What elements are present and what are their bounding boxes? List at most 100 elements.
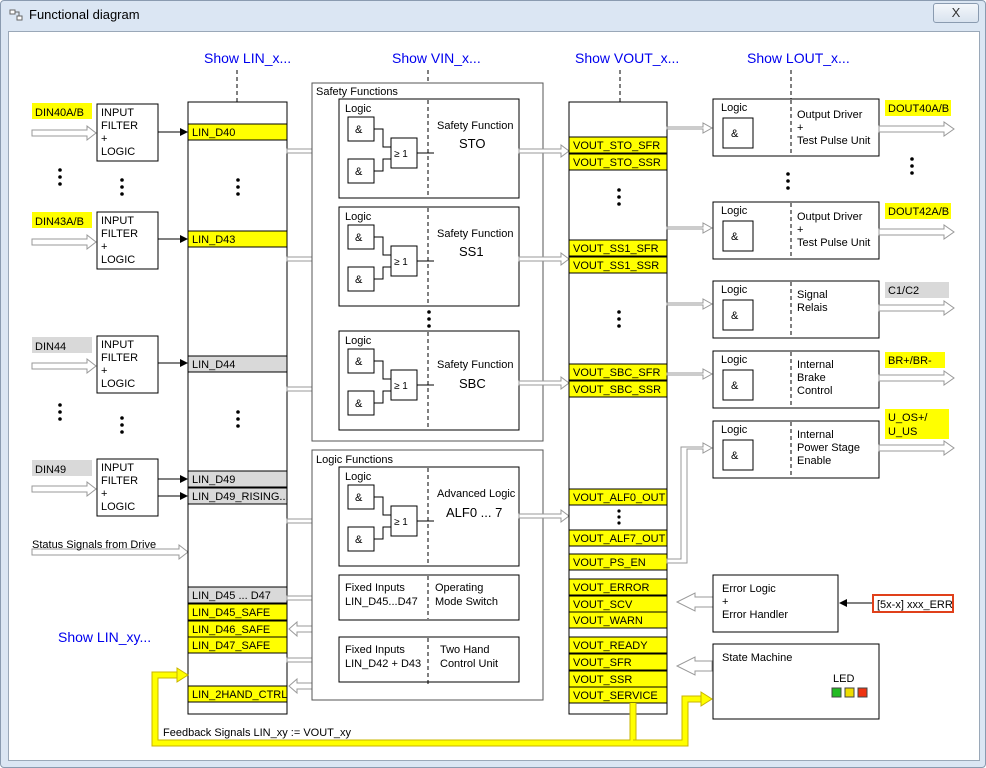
sto-name: STO <box>459 136 486 151</box>
close-button[interactable]: X <box>933 3 979 23</box>
show-lin-link[interactable]: Show LIN_x... <box>204 50 291 66</box>
output-desc: Test Pulse Unit <box>797 237 870 249</box>
sto-title: Safety Function <box>437 120 513 132</box>
output-desc: Power Stage <box>797 442 860 454</box>
vout-sbc-ssr: VOUT_SBC_SSR <box>573 384 661 396</box>
filter-line: FILTER <box>101 475 138 487</box>
show-lout-link[interactable]: Show LOUT_x... <box>747 50 850 66</box>
state-machine-label: State Machine <box>722 652 792 664</box>
output-desc: Enable <box>797 455 831 467</box>
or-gate: ≥ 1 <box>394 257 408 268</box>
output-desc: + <box>797 224 803 236</box>
error-handler-label: Error Handler <box>722 609 788 621</box>
error-logic-block <box>712 574 839 633</box>
fixed-inputs-label: Fixed Inputs <box>345 582 405 594</box>
output-label-c1c2: C1/C2 <box>888 285 919 297</box>
output-desc: Control <box>797 385 832 397</box>
output-tag <box>885 282 949 298</box>
input-label-din49: DIN49 <box>35 464 66 476</box>
vout-ps-en: VOUT_PS_EN <box>573 557 646 569</box>
vout-ss1-sfr: VOUT_SS1_SFR <box>573 243 659 255</box>
logic-label: Logic <box>345 103 372 115</box>
output-section: Logic & Output Driver + Test Pulse Unit … <box>712 98 955 479</box>
logic-functions-group: Logic Functions Logic & & ≥ 1 Advanced L… <box>311 449 544 701</box>
and-gate: & <box>731 310 739 322</box>
output-tag <box>885 409 949 439</box>
logic-label: Logic <box>721 354 748 366</box>
lin-d40: LIN_D40 <box>192 127 235 139</box>
filter-line: FILTER <box>101 120 138 132</box>
filter-line: + <box>101 241 107 253</box>
and-gate: & <box>355 166 363 178</box>
filter-line: INPUT <box>101 215 134 227</box>
output-desc: Output Driver <box>797 211 863 223</box>
error-input-tag <box>872 594 954 613</box>
output-label-uus: U_US <box>888 426 917 438</box>
operating-mode-label: Operating <box>435 582 483 594</box>
feedback-label: Feedback Signals LIN_xy := VOUT_xy <box>163 727 351 739</box>
lin-d49-rising: LIN_D49_RISING... <box>192 491 289 503</box>
two-hand-block <box>338 636 520 683</box>
logic-label: Logic <box>721 102 748 114</box>
alf-title: Advanced Logic <box>437 488 516 500</box>
input-filter-box <box>96 103 159 162</box>
vout-sto-sfr: VOUT_STO_SFR <box>573 140 660 152</box>
fixed-inputs-range: LIN_D45...D47 <box>345 596 418 608</box>
logic-label: Logic <box>345 335 372 347</box>
ss1-name: SS1 <box>459 244 484 259</box>
vout-alf0-out: VOUT_ALF0_OUT <box>573 492 666 504</box>
or-gate: ≥ 1 <box>394 149 408 160</box>
show-vin-link[interactable]: Show VIN_x... <box>392 50 481 66</box>
input-label-din44: DIN44 <box>35 341 66 353</box>
led-green-icon <box>831 687 842 698</box>
and-gate: & <box>355 534 363 546</box>
input-filter-box <box>96 335 159 394</box>
output-desc: + <box>797 122 803 134</box>
input-tag-din40 <box>32 103 92 119</box>
diagram-icon <box>9 9 23 21</box>
logic-label: Logic <box>345 471 372 483</box>
close-icon[interactable]: X <box>951 5 961 20</box>
vout-error: VOUT_ERROR <box>573 582 649 594</box>
show-lin-xy-link[interactable]: Show LIN_xy... <box>58 629 151 645</box>
output-desc: Test Pulse Unit <box>797 135 870 147</box>
and-gate: & <box>355 124 363 136</box>
lin-d43: LIN_D43 <box>192 234 235 246</box>
filter-line: LOGIC <box>101 146 135 158</box>
show-vout-link[interactable]: Show VOUT_x... <box>575 50 679 66</box>
and-gate: & <box>355 232 363 244</box>
and-gate: & <box>355 492 363 504</box>
and-gate: & <box>355 274 363 286</box>
fixed-inputs-label: Fixed Inputs <box>345 644 405 656</box>
title-bar: Functional diagram X <box>1 1 985 29</box>
diagram: Show LIN_x... Show VIN_x... Show VOUT_x.… <box>31 50 955 747</box>
filter-line: INPUT <box>101 107 134 119</box>
logic-label: Logic <box>721 205 748 217</box>
feedback-path: Feedback Signals LIN_xy := VOUT_xy <box>151 667 713 747</box>
output-label-dout40: DOUT40A/B <box>888 103 949 115</box>
vout-column: VOUT_STO_SFR VOUT_STO_SSR VOUT_SS1_SFR V… <box>568 101 668 715</box>
output-label-uos: U_OS+/ <box>888 412 928 424</box>
output-tag <box>885 352 945 368</box>
output-desc: Signal <box>797 289 828 301</box>
output-desc: Output Driver <box>797 109 863 121</box>
status-signals-label: Status Signals from Drive <box>32 539 156 551</box>
output-desc: Internal <box>797 359 834 371</box>
filter-line: FILTER <box>101 228 138 240</box>
and-gate: & <box>731 231 739 243</box>
lin-d45-47: LIN_D45 ... D47 <box>192 590 271 602</box>
lin-column: LIN_D40 LIN_D43 LIN_D44 LIN_D49 LIN_D49_… <box>187 101 289 715</box>
error-logic-plus: + <box>722 596 728 608</box>
vout-ss1-ssr: VOUT_SS1_SSR <box>573 260 659 272</box>
vout-sbc-sfr: VOUT_SBC_SFR <box>573 367 660 379</box>
and-gate: & <box>731 128 739 140</box>
input-filter-box <box>96 458 159 517</box>
operating-mode-block <box>338 574 520 621</box>
filter-line: + <box>101 133 107 145</box>
vout-sfr: VOUT_SFR <box>573 657 632 669</box>
input-label-din40: DIN40A/B <box>35 107 84 119</box>
mode-switch-label: Mode Switch <box>435 596 498 608</box>
state-machine-block <box>712 643 880 720</box>
and-gate: & <box>355 398 363 410</box>
window-title: Functional diagram <box>29 7 140 22</box>
